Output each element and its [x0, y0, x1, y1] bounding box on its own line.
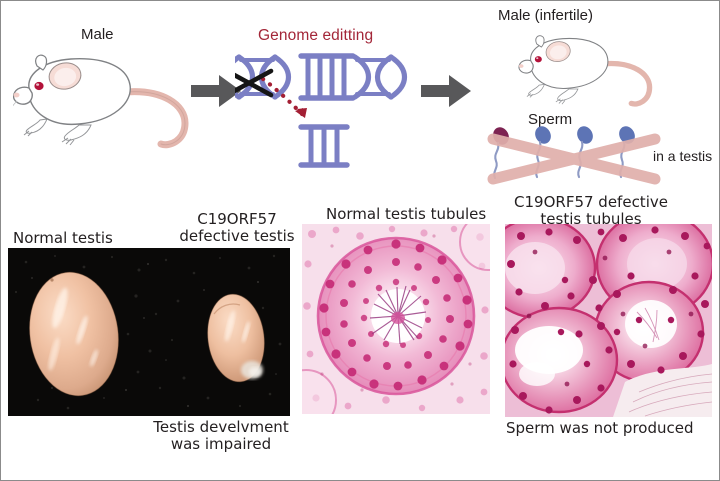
genome-editing-label: Genome editting [258, 27, 374, 44]
defective-testis-label: C19ORF57 defective testis [179, 210, 295, 246]
defective-tubules-label: C19ORF57 defective testis tubules [514, 193, 668, 229]
in-a-testis-label: in a testis [653, 148, 713, 164]
testis-photo-content [8, 248, 290, 416]
sperm-crossed-out-illustration [487, 126, 661, 185]
gross-testis-photograph [8, 248, 290, 416]
normal-testis-label: Normal testis [13, 229, 113, 247]
top-workflow-panel: Male [1, 1, 719, 191]
sperm-label: Sperm [528, 111, 573, 128]
normal-tubule-micrograph [302, 224, 490, 414]
sperm-not-produced-caption: Sperm was not produced [506, 419, 694, 437]
genome-editing-illustration [235, 53, 408, 168]
normal-testis-histology [302, 224, 490, 414]
defective-testis-histology [505, 224, 712, 417]
male-label: Male [81, 26, 114, 43]
process-arrow-2 [421, 75, 471, 107]
process-arrow-1 [191, 75, 241, 107]
male-infertile-label: Male (infertile) [498, 7, 594, 24]
normal-tubules-label: Normal testis tubules [326, 205, 487, 223]
mouse-illustration-infertile [518, 35, 653, 107]
defective-tubule-micrograph [505, 224, 712, 417]
mouse-illustration-normal [13, 54, 189, 149]
testis-development-caption: Testis develvment was impaired [153, 418, 289, 454]
